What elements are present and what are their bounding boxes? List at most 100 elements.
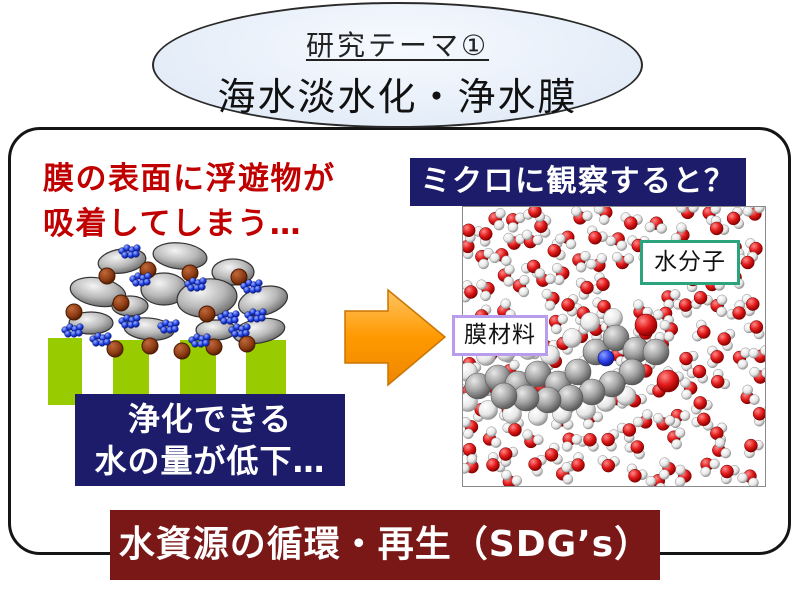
- protein-cluster: [118, 314, 141, 329]
- water-molecule: [541, 288, 560, 311]
- protein-clusters: [61, 244, 267, 348]
- nitrogen-atom: [597, 349, 615, 367]
- water-molecule: [744, 438, 764, 459]
- water-molecule: [661, 289, 681, 310]
- protein-cluster: [89, 332, 112, 347]
- water-molecule: [737, 469, 759, 486]
- water-molecule: [605, 232, 628, 251]
- water-molecule: [712, 437, 732, 459]
- water-molecule: [463, 416, 479, 439]
- water-molecule: [523, 207, 546, 223]
- water-molecule: [463, 223, 476, 243]
- water-molecule: [740, 384, 760, 405]
- adsorbed-particle: [141, 337, 159, 355]
- water-molecule: [571, 207, 593, 225]
- hydrogen-atom: [603, 308, 623, 328]
- water-molecule: [463, 239, 475, 260]
- water-molecule: [709, 215, 730, 236]
- water-molecule: [528, 454, 547, 477]
- water-molecule: [620, 212, 643, 230]
- arrow-shape: [344, 288, 447, 387]
- water-molecule: [720, 464, 740, 485]
- protein-cluster: [118, 244, 141, 259]
- water-molecule: [717, 328, 736, 351]
- water-molecule: [652, 412, 676, 431]
- water-molecule: [476, 279, 495, 302]
- carbon-atom: [602, 324, 630, 352]
- water-molecule: [700, 457, 720, 478]
- water-molecule: [544, 442, 563, 465]
- hydrogen-atom: [580, 312, 600, 332]
- protein-cluster: [244, 308, 267, 323]
- water-molecule: [548, 313, 568, 335]
- water-molecule: [667, 427, 686, 450]
- water-molecule: [691, 412, 714, 431]
- adsorbed-particle: [230, 268, 248, 286]
- protein-cluster: [61, 323, 84, 338]
- water-molecule: [551, 262, 570, 286]
- water-molecule: [691, 290, 713, 310]
- water-molecule: [488, 208, 506, 231]
- hydrogen-atom: [562, 328, 582, 348]
- water-molecule: [463, 280, 478, 303]
- result-line: 水の量が低下…: [94, 442, 326, 480]
- result-line: 浄化できる: [127, 400, 293, 438]
- adsorbed-particle: [112, 294, 130, 312]
- water-molecule: [748, 345, 765, 364]
- foulant-particle: [152, 242, 208, 270]
- adsorbed-particle: [106, 340, 124, 358]
- oxygen-atom: [656, 369, 680, 393]
- carbon-atom: [642, 338, 670, 366]
- water-molecule: [572, 250, 591, 273]
- membrane-pillar: [48, 338, 82, 405]
- water-molecule: [711, 368, 731, 390]
- water-molecule: [680, 377, 698, 400]
- carbon-atom: [490, 382, 518, 410]
- water-molecule: [726, 300, 746, 320]
- water-molecule: [497, 264, 515, 287]
- water-molecule: [547, 238, 566, 261]
- water-molecule: [676, 207, 699, 220]
- water-molecule: [587, 225, 608, 245]
- water-molecule: [710, 294, 728, 317]
- water-molecule: [501, 469, 523, 486]
- water-molecule: [482, 426, 502, 448]
- caption-line: 膜の表面に浮遊物が: [43, 161, 336, 197]
- adsorbed-particle: [65, 303, 83, 321]
- water-molecule: [742, 207, 765, 221]
- water-molecule: [616, 422, 637, 443]
- adsorbed-particle: [198, 305, 216, 323]
- water-molecule: [473, 226, 493, 247]
- water-molecule: [597, 455, 620, 473]
- membrane-material-label: 膜材料: [452, 315, 548, 356]
- protein-cluster: [188, 333, 211, 348]
- water-molecule: [624, 440, 645, 460]
- water-molecule: [691, 396, 713, 415]
- water-molecule: [498, 446, 519, 467]
- result-box: 浄化できる 水の量が低下…: [75, 394, 345, 486]
- protein-cluster: [217, 310, 240, 325]
- water-molecule: [726, 207, 745, 230]
- oxygen-atom: [634, 313, 658, 337]
- water-molecule: [659, 457, 676, 480]
- micro-observation-heading: ミクロに観察すると？: [410, 158, 746, 206]
- water-molecule: [522, 429, 544, 449]
- water-molecule: [575, 277, 594, 300]
- foulant-particles: [68, 242, 289, 345]
- water-molecule: [486, 452, 506, 473]
- water-molecule: [555, 230, 577, 250]
- adsorbed-particle: [173, 342, 191, 360]
- water-molecule: [555, 462, 574, 485]
- protein-cluster: [228, 323, 251, 338]
- protein-cluster: [240, 279, 263, 294]
- water-molecule: [489, 248, 512, 266]
- water-molecule: [752, 407, 765, 427]
- water-molecule: [561, 294, 579, 317]
- sdg-banner: 水資源の循環・再生（SDG’s）: [110, 510, 660, 580]
- protein-cluster: [157, 319, 180, 334]
- water-molecule: [732, 347, 751, 370]
- water-molecule: [679, 350, 699, 372]
- water-molecule: [534, 268, 556, 287]
- water-molecule: [521, 229, 544, 249]
